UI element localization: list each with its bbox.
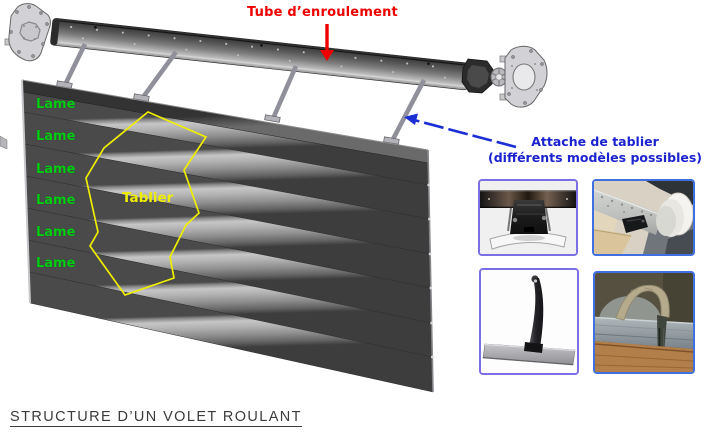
red-arrow-icon: [320, 24, 334, 61]
photo-attache-model-2: [592, 179, 695, 256]
lame-label-3: Lame: [36, 162, 76, 177]
tablier-outline: [85, 111, 208, 297]
lame-label-4: Lame: [36, 193, 76, 208]
tablier-label: Tablier: [122, 190, 174, 206]
photo-attache-model-1: [478, 179, 578, 256]
attache-label-line2: (différents modèles possibles): [488, 150, 703, 165]
strap-icon: [61, 42, 88, 89]
winding-tube-icon: [50, 18, 471, 91]
attache-label: Attache de tablier (différents modèles p…: [488, 134, 702, 166]
lame-label-2: Lame: [36, 129, 76, 144]
strap-icon: [139, 50, 178, 102]
page-title: STRUCTURE D’UN VOLET ROULANT: [10, 409, 302, 427]
photo-attache-model-1-image: [480, 181, 576, 254]
strap-icon: [269, 65, 299, 122]
right-edge-scallops: [427, 183, 434, 359]
photo-attache-model-3: [479, 268, 579, 375]
cropped-part-left-edge: [0, 135, 8, 150]
curtain-slats: [21, 79, 434, 393]
photo-attache-model-4-image: [595, 273, 693, 372]
attache-label-line1: Attache de tablier: [531, 134, 659, 149]
tube-end-cap-icon: [461, 58, 508, 94]
blue-arrow-icon: [404, 113, 517, 149]
end-plate-right-icon: [499, 45, 548, 108]
photo-attache-model-2-image: [594, 181, 693, 254]
curtain-straps: [61, 42, 427, 145]
lame-label-1: Lame: [36, 97, 76, 112]
tube-label: Tube d’enroulement: [247, 5, 398, 20]
strap-icon: [388, 78, 427, 145]
curtain-right-edge: [427, 149, 434, 393]
photo-attache-model-4: [593, 271, 695, 374]
strap-clips: [56, 80, 400, 145]
end-plate-left-icon: [4, 3, 51, 62]
curtain-left-edge: [21, 79, 31, 304]
lame-label-6: Lame: [36, 256, 76, 271]
curtain-top-edge: [21, 79, 429, 151]
lame-label-5: Lame: [36, 225, 76, 240]
photo-attache-model-3-image: [481, 270, 577, 373]
